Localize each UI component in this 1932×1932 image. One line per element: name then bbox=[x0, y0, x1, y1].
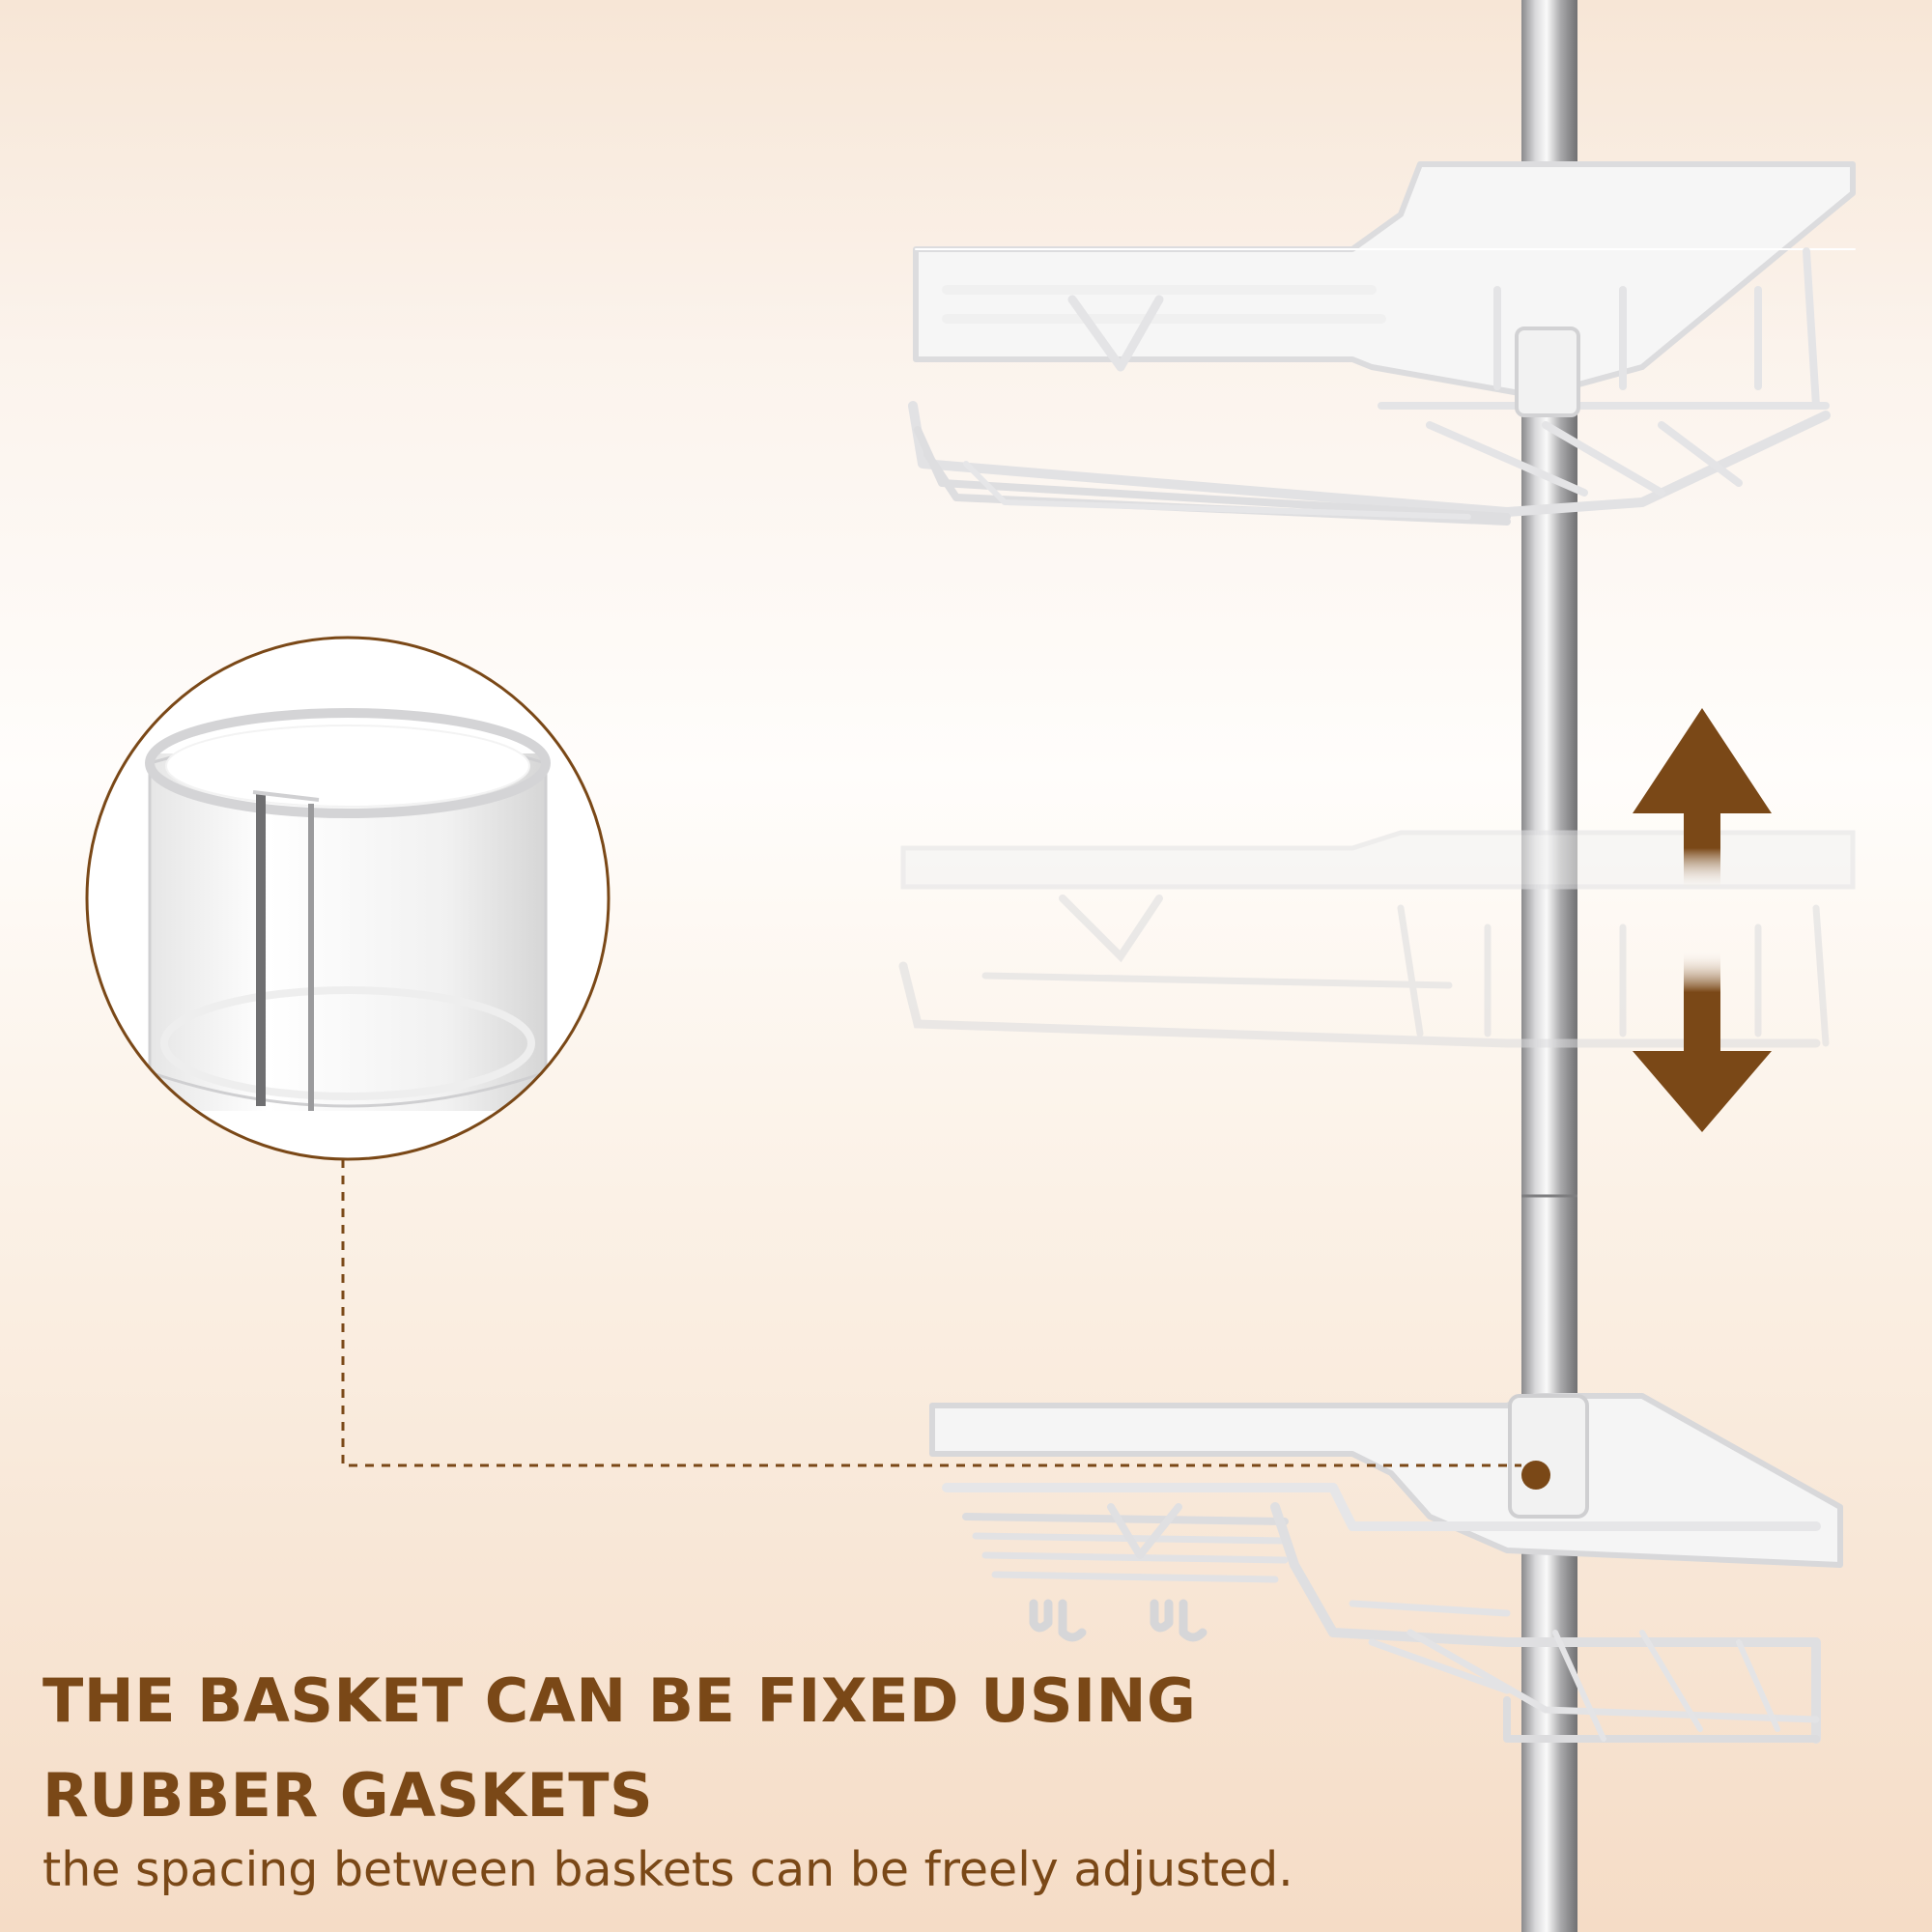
gasket-callout bbox=[85, 636, 611, 1161]
middle-basket-ghost bbox=[898, 830, 1856, 1048]
subline: the spacing between baskets can be freel… bbox=[43, 1842, 1293, 1897]
top-basket bbox=[908, 161, 1856, 526]
adjust-arrow-icon bbox=[1633, 708, 1772, 1132]
dashed-connector bbox=[341, 1159, 1521, 1467]
bottom-basket bbox=[929, 1393, 1843, 1744]
headline: THE BASKET CAN BE FIXED USING RUBBER GAS… bbox=[43, 1665, 1197, 1831]
gasket-marker-dot bbox=[1521, 1461, 1550, 1490]
